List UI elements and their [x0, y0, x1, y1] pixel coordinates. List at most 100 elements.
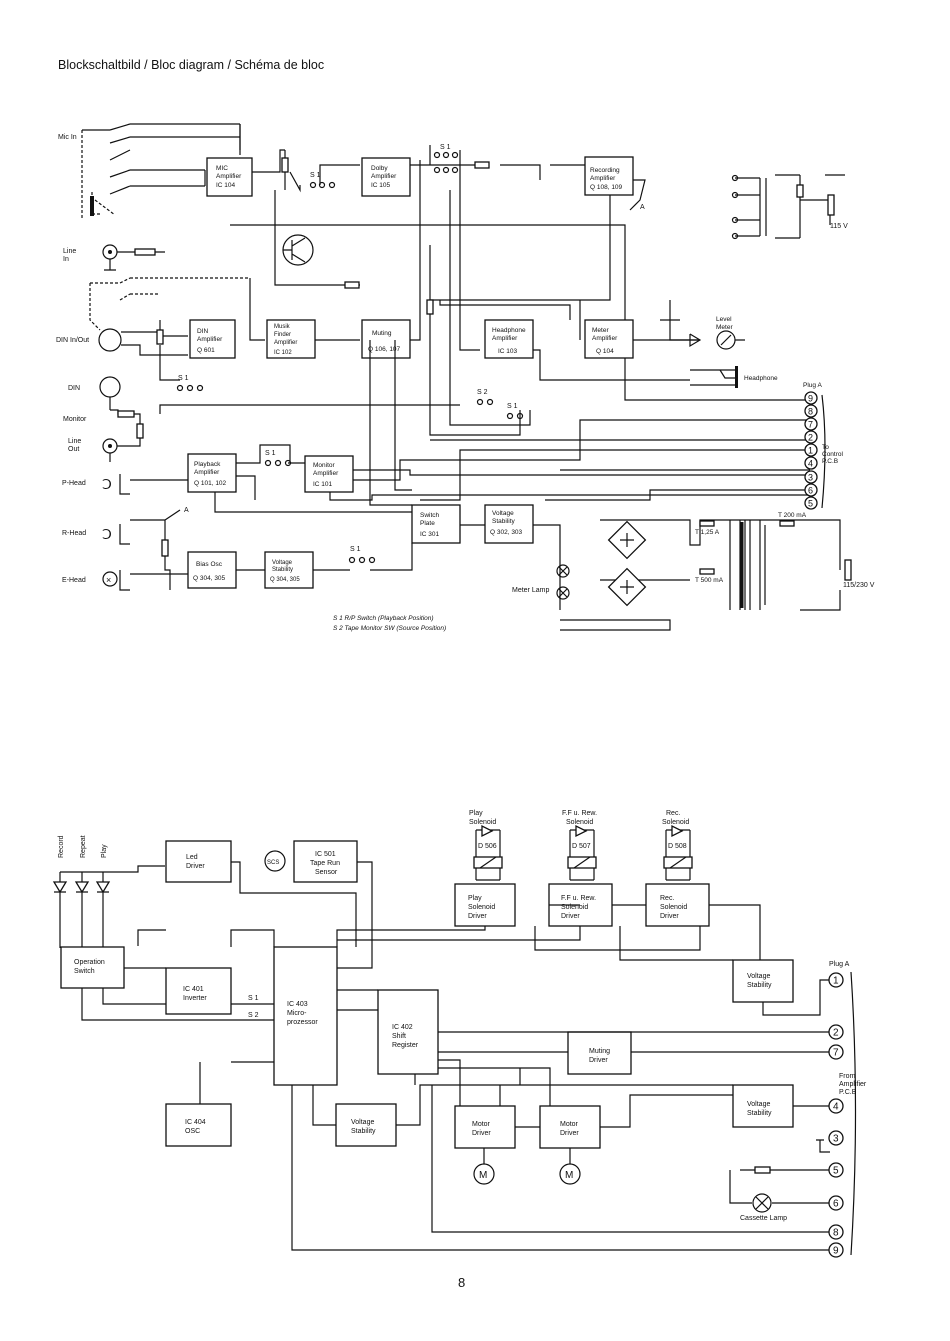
- scs-label: SCS: [267, 860, 279, 866]
- bottom-wiring: [81, 861, 830, 1251]
- bias-osc-block: Bias Osc Q 304, 305: [187, 551, 237, 589]
- top-plug-pin: 3: [808, 473, 813, 483]
- top-plug-pin-circle: [804, 456, 818, 470]
- svg-text:Shift: Shift: [392, 1033, 406, 1040]
- voltage-stability-b-block: Voltage Stability: [732, 1084, 794, 1128]
- meter-lamp-2: [556, 586, 570, 600]
- play-solenoid-driver-block: Play Solenoid Driver: [454, 883, 516, 927]
- to-control-1: To: [822, 444, 829, 451]
- din-in-out-label: DIN In/Out: [56, 337, 89, 344]
- page-title: Blockschaltbild / Bloc diagram / Schéma …: [58, 58, 324, 72]
- svg-text:Playback: Playback: [194, 461, 221, 468]
- mic-in-label: Mic In: [58, 134, 77, 141]
- s1-contact-4b: [516, 412, 524, 420]
- bottom-plug-pin-circle: [828, 1242, 844, 1258]
- bottom-plug-pin-circle: [828, 1224, 844, 1240]
- svg-text:IC 104: IC 104: [216, 182, 236, 189]
- top-diagram: Mic In Line In DIN In/Out DIN Monitor Li…: [56, 123, 875, 632]
- fuse-t500: [699, 568, 715, 575]
- level-meter-label-2: Meter: [716, 324, 733, 331]
- svg-text:Inverter: Inverter: [183, 995, 207, 1002]
- svg-text:Voltage: Voltage: [351, 1119, 374, 1126]
- svg-text:MIC: MIC: [216, 165, 228, 172]
- s1-contact-6b: [358, 556, 366, 564]
- p-head-symbol: Ↄ: [102, 476, 112, 492]
- s1-contact-6a: [348, 556, 356, 564]
- top-bus-wiring: [369, 340, 810, 506]
- bottom-plug-pin-circle: [828, 972, 844, 988]
- svg-text:Solenoid: Solenoid: [662, 819, 689, 826]
- s2-contact-b: [486, 398, 494, 406]
- svg-text:Register: Register: [392, 1042, 419, 1049]
- svg-text:Micro-: Micro-: [287, 1010, 307, 1017]
- top-plug-brace: [821, 394, 826, 509]
- muting-driver-block: Muting Driver: [567, 1031, 632, 1075]
- microprocessor-block: IC 403 Micro- prozessor: [273, 946, 338, 1086]
- s1-label-3: S 1: [178, 375, 189, 382]
- meter-lamp-label: Meter Lamp: [512, 587, 549, 594]
- svg-text:Bias Osc: Bias Osc: [196, 561, 223, 568]
- svg-text:Voltage: Voltage: [747, 1101, 770, 1108]
- svg-text:Play: Play: [469, 810, 483, 817]
- bottom-plug-pin: 5: [833, 1166, 839, 1177]
- svg-text:Driver: Driver: [560, 1130, 579, 1137]
- s1-contact-2e: [442, 166, 450, 174]
- bottom-plug-pin-circle: [828, 1130, 844, 1146]
- svg-text:Solenoid: Solenoid: [469, 819, 496, 826]
- line-in-jack-pin: [108, 250, 112, 254]
- from-amp-3: P.C.B: [839, 1089, 857, 1096]
- voltage-stability-a-block: Voltage Stability: [732, 959, 794, 1003]
- tx-plug: [827, 194, 835, 216]
- s1-contact-2c: [451, 151, 459, 159]
- cassette-lamp-label: Cassette Lamp: [740, 1215, 787, 1222]
- osc-block: IC 404 OSC: [165, 1103, 232, 1147]
- switch-plate-block: Switch Plate IC 301: [411, 504, 461, 544]
- s1-contact-2d: [433, 166, 441, 174]
- line-out-jack-pin: [108, 444, 112, 448]
- top-plug-pin-circle: [804, 483, 818, 497]
- note-s1: S 1 R/P Switch (Playback Position): [333, 615, 434, 622]
- bottom-plug-pin: 4: [833, 1102, 839, 1113]
- bottom-plug-brace: [850, 971, 857, 1256]
- svg-text:Amplifier: Amplifier: [592, 335, 618, 342]
- level-meter-label-1: Level: [716, 316, 732, 323]
- line-in-wiring: [104, 251, 165, 271]
- label-a-head: A: [184, 507, 189, 514]
- din-wiring: [121, 320, 188, 381]
- monitor-amplifier-block: Monitor Amplifier IC 101: [304, 455, 354, 493]
- bottom-plug-a-label: Plug A: [829, 961, 850, 968]
- svg-text:Amplifier: Amplifier: [194, 469, 220, 476]
- top-plug-pin: 7: [808, 420, 813, 430]
- meter-lamp-1: [556, 564, 570, 578]
- svg-text:Stability: Stability: [747, 1110, 772, 1117]
- headphone-jack: [690, 369, 735, 386]
- s1-label-4: S 1: [507, 403, 518, 410]
- mic-to-amp: [204, 124, 241, 186]
- motor-driver-2-block: Motor Driver: [539, 1105, 601, 1149]
- svg-text:Monitor: Monitor: [313, 462, 336, 469]
- svg-text:Q 104: Q 104: [596, 348, 614, 355]
- svg-text:Operation: Operation: [74, 959, 105, 966]
- led-driver-block: Led Driver: [165, 840, 232, 883]
- bottom-plug-pin-circle: [828, 1195, 844, 1211]
- svg-text:Q 106, 107: Q 106, 107: [368, 346, 401, 353]
- svg-text:Amplifier: Amplifier: [492, 335, 518, 342]
- s1-contact-2f: [451, 166, 459, 174]
- din-resistor: [156, 329, 164, 345]
- tape-run-sensor-block: IC 501 Tape Run Sensor: [293, 840, 358, 883]
- svg-text:IC 404: IC 404: [185, 1119, 206, 1126]
- ff-solenoid: F.F u. Rew. Solenoid D 507: [562, 810, 597, 881]
- svg-text:Sensor: Sensor: [315, 869, 338, 876]
- bottom-plug-pin: 8: [833, 1228, 839, 1239]
- svg-text:Switch: Switch: [74, 968, 95, 975]
- dolby-resistor: [474, 161, 490, 169]
- svg-text:Meter: Meter: [592, 327, 609, 334]
- top-plug-pin: 6: [808, 486, 813, 496]
- r-head-wiring: [119, 509, 181, 590]
- e-head-label: E-Head: [62, 577, 86, 584]
- mic-pot: [281, 157, 289, 173]
- s1-contact-1a: [309, 181, 317, 189]
- top-plug-pin-circle: [804, 404, 818, 418]
